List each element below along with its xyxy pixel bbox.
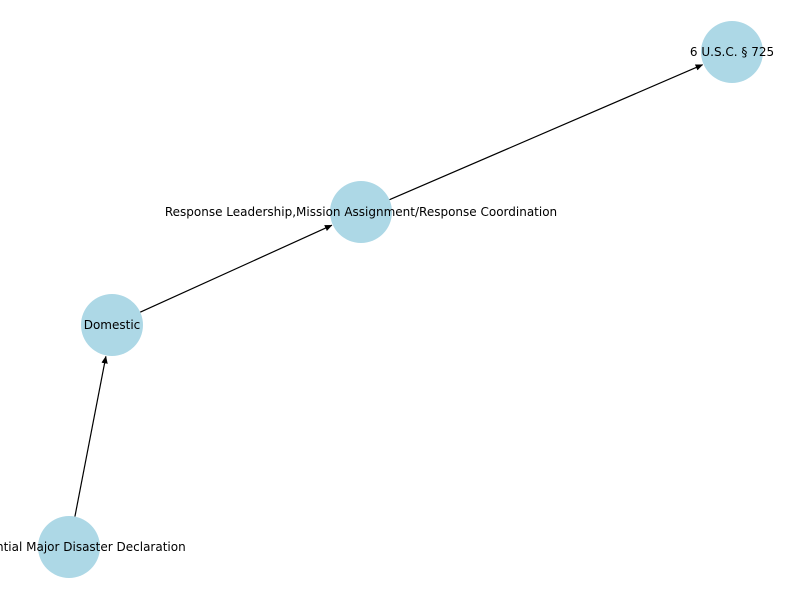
node-label-n4: 6 U.S.C. § 725: [690, 45, 774, 59]
nodes-layer: [38, 21, 763, 578]
edge-arrow-n1-to-n2: [74, 355, 108, 517]
node-label-n2: Domestic: [84, 318, 141, 332]
edge-arrow-n2-to-n3: [139, 224, 333, 313]
node-label-n1: Presidential Major Disaster Declaration: [0, 540, 186, 554]
graph-node-n2: [81, 294, 143, 356]
graph-node-n3: [330, 181, 392, 243]
edges-layer: [74, 64, 704, 517]
labels-layer: Presidential Major Disaster Declaration D…: [0, 45, 774, 554]
node-label-n3: Response Leadership,Mission Assignment/R…: [165, 205, 557, 219]
graph-node-n4: [701, 21, 763, 83]
graph-node-n1: [38, 516, 100, 578]
edge-arrow-n3-to-n4: [389, 64, 704, 201]
